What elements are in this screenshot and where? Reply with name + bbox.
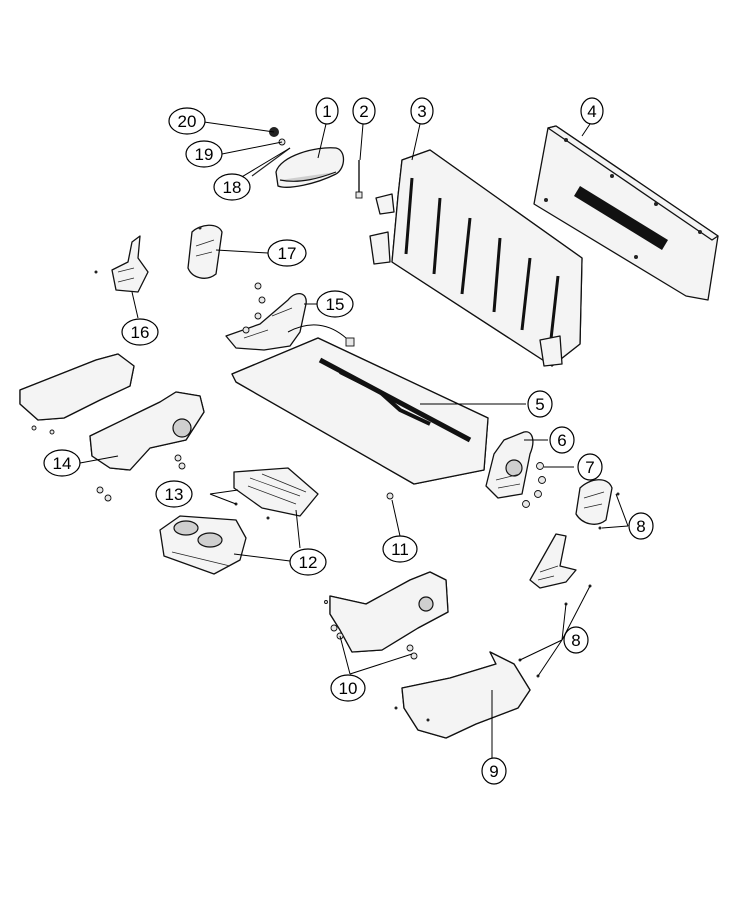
callout-label: 19	[195, 145, 214, 164]
callout-6: 6	[549, 426, 575, 454]
side-bracket-right	[529, 533, 592, 606]
callout-19: 19	[185, 140, 223, 168]
headrest-fasteners	[251, 127, 291, 177]
callout-label: 4	[587, 102, 596, 121]
callout-label: 1	[322, 102, 331, 121]
seat-bracket-left	[94, 235, 149, 293]
callout-8-lower: 8	[563, 626, 589, 654]
callout-label: 16	[131, 323, 150, 342]
callout-14: 14	[43, 449, 81, 477]
callout-4: 4	[580, 97, 604, 125]
seat-riser-left	[19, 353, 205, 502]
callout-label: 7	[585, 458, 594, 477]
callout-label: 8	[636, 517, 645, 536]
callout-label: 6	[557, 431, 566, 450]
callout-2: 2	[352, 97, 376, 125]
pin	[355, 160, 363, 199]
callout-11: 11	[382, 535, 418, 563]
recline-handle-cable	[225, 282, 355, 351]
callout-3: 3	[410, 97, 434, 125]
callout-label: 3	[417, 102, 426, 121]
callout-label: 8	[571, 631, 580, 650]
callout-16: 16	[121, 318, 159, 346]
bolts-7	[522, 462, 546, 508]
callout-17: 17	[267, 239, 307, 267]
seat-back-frame	[369, 149, 583, 367]
callout-20: 20	[168, 107, 206, 135]
callout-label: 12	[299, 553, 318, 572]
recliner-mechanism-right	[485, 431, 534, 499]
callout-12: 12	[289, 548, 327, 576]
callout-7: 7	[577, 453, 603, 481]
callout-label: 5	[535, 395, 544, 414]
seat-back-panel	[533, 125, 719, 301]
callout-13: 13	[155, 480, 193, 508]
callout-9: 9	[481, 757, 507, 785]
seat-cushion-frame	[231, 337, 489, 500]
callout-5: 5	[527, 390, 553, 418]
lower-trim-shield	[394, 651, 540, 739]
cup-holder	[159, 515, 247, 575]
callout-label: 11	[391, 540, 409, 559]
callout-label: 10	[339, 679, 358, 698]
callout-label: 17	[278, 244, 297, 263]
callout-label: 14	[53, 454, 72, 473]
callout-label: 15	[326, 295, 345, 314]
storage-tray	[233, 467, 319, 520]
callout-1: 1	[315, 97, 339, 125]
callout-label: 13	[165, 485, 184, 504]
headrest	[275, 147, 345, 188]
callout-label: 9	[489, 762, 498, 781]
recliner-cover-right	[575, 479, 620, 530]
callout-8-upper: 8	[628, 512, 654, 540]
leader-lines	[79, 121, 629, 760]
callout-label: 20	[178, 112, 197, 131]
recliner-cover	[187, 224, 223, 279]
callout-label: 18	[223, 178, 242, 197]
callout-label: 2	[359, 102, 368, 121]
callout-10: 10	[330, 674, 366, 702]
callout-15: 15	[316, 290, 354, 318]
callout-18: 18	[213, 173, 251, 201]
